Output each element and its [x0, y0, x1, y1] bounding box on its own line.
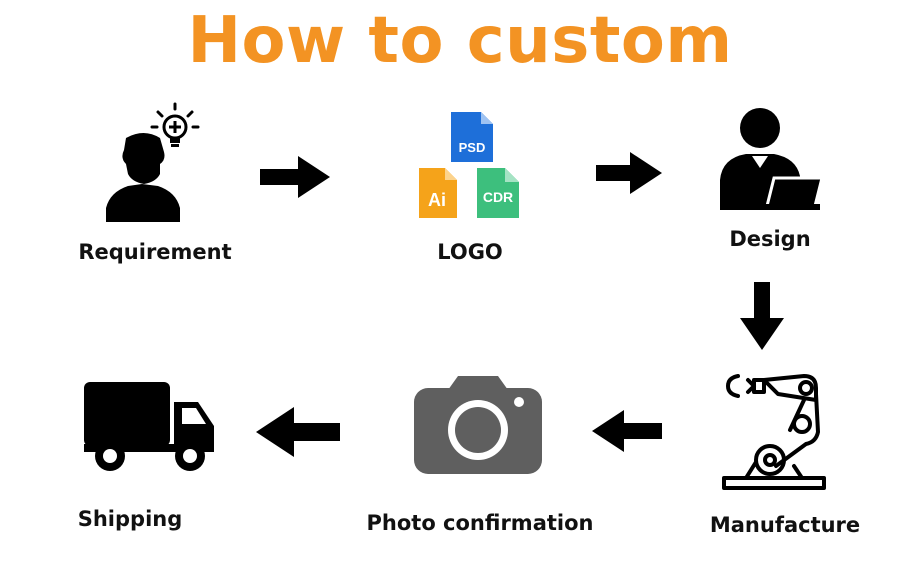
arrow-left-icon: [256, 407, 340, 457]
robot-arm-icon: [722, 374, 826, 490]
step-label-manufacture: Manufacture: [709, 513, 861, 537]
person-idea-icon: [106, 102, 200, 222]
psd-label: PSD: [459, 140, 486, 155]
arrow-right-icon: [596, 152, 662, 194]
page-title: How to custom: [187, 4, 733, 78]
step-label-shipping: Shipping: [77, 507, 183, 531]
arrow-right-icon: [260, 156, 330, 198]
step-label-photo-confirmation: Photo confirmation: [366, 511, 594, 535]
arrow-left-icon: [592, 410, 662, 452]
truck-icon: [84, 382, 214, 471]
arrow-down-icon: [740, 282, 784, 350]
logo-files-icon: PSD Ai CDR: [419, 112, 519, 218]
step-label-logo: LOGO: [437, 240, 503, 264]
step-label-requirement: Requirement: [78, 240, 232, 264]
ai-label: Ai: [428, 190, 446, 210]
step-label-design: Design: [729, 227, 811, 251]
designer-laptop-icon: [720, 108, 824, 212]
cdr-label: CDR: [483, 189, 513, 205]
camera-icon: [414, 376, 542, 474]
